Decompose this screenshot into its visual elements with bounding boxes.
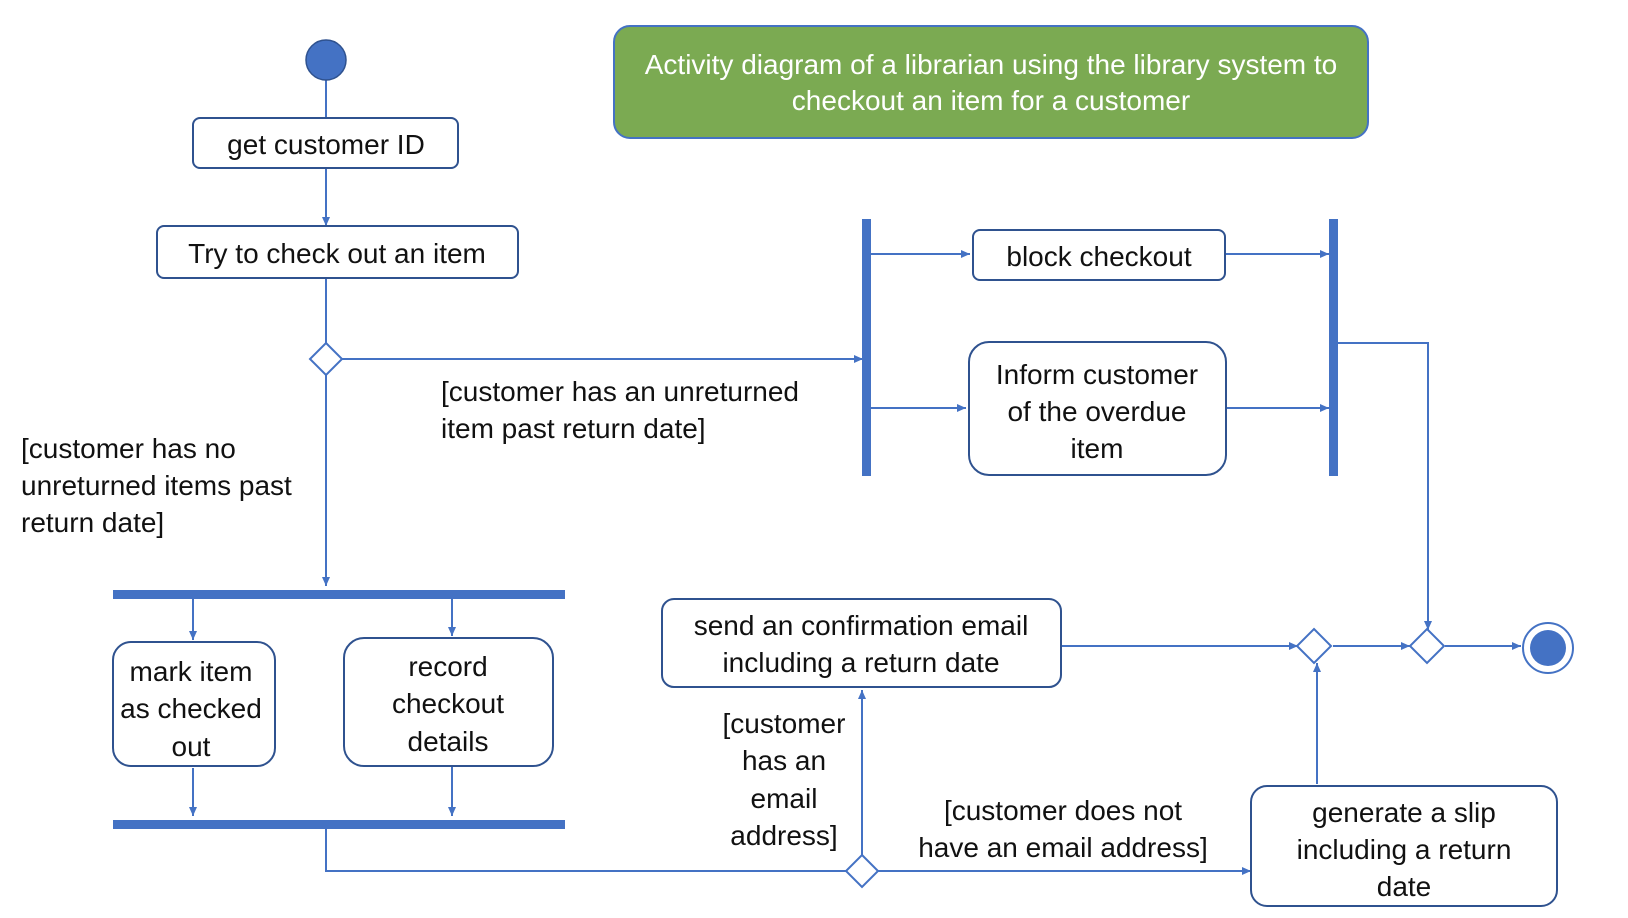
action-inform-customer-line-2: of the overdue [1007,396,1186,427]
guard-has-email-line-3: email [751,783,818,814]
action-record-checkout-line-1: record [408,651,487,682]
action-inform-customer-line-3: item [1071,433,1124,464]
action-mark-item: mark item as checked out [112,641,276,767]
diagram-title-line-1: Activity diagram of a librarian using th… [645,49,1338,80]
action-try-checkout: Try to check out an item [156,225,519,279]
guard-has-unreturned: [customer has an unreturned item past re… [441,376,799,444]
guard-no-unreturned-line-1: [customer has no [21,433,236,464]
action-inform-customer: Inform customer of the overdue item [968,341,1227,476]
guard-has-unreturned-line-1: [customer has an unreturned [441,376,799,407]
join-bar-overdue [1329,219,1338,476]
action-block-checkout: block checkout [972,229,1226,281]
merge-final [1408,627,1446,665]
action-record-checkout-line-3: details [408,726,489,757]
join-bar-checkout [113,820,565,829]
decision-email [844,853,880,889]
guard-no-email-line-2: have an email address] [918,832,1208,863]
decision-overdue [308,341,344,377]
guard-has-email: [customer has an email address] [723,708,846,851]
action-generate-slip-line-3: date [1377,871,1432,902]
action-get-customer-id: get customer ID [192,117,459,169]
guard-no-email: [customer does not have an email address… [918,795,1208,863]
action-generate-slip-line-1: generate a slip [1312,797,1496,828]
action-mark-item-line-2: as checked [120,693,262,724]
initial-node [305,39,347,81]
fork-bar-checkout [113,590,565,599]
flow-join-to-merge [1336,342,1432,630]
diagram-title-line-2: checkout an item for a customer [792,85,1190,116]
action-mark-item-line-3: out [172,731,211,762]
action-block-checkout-label: block checkout [1006,241,1191,272]
action-try-checkout-label: Try to check out an item [188,238,486,269]
guard-no-unreturned-line-2: unreturned items past [21,470,292,501]
action-record-checkout-line-2: checkout [392,688,504,719]
action-inform-customer-line-1: Inform customer [996,359,1198,390]
action-mark-item-line-1: mark item [130,656,253,687]
guard-has-email-line-4: address] [730,820,837,851]
guard-no-unreturned-line-3: return date] [21,507,164,538]
action-get-customer-id-label: get customer ID [227,129,425,160]
fork-bar-overdue [862,219,871,476]
guard-no-email-line-1: [customer does not [944,795,1182,826]
connectors [189,79,1521,875]
action-record-checkout: record checkout details [343,637,554,767]
action-send-email-line-2: including a return date [722,647,999,678]
action-generate-slip: generate a slip including a return date [1250,785,1558,907]
guard-has-email-line-2: has an [742,745,826,776]
guard-no-unreturned: [customer has no unreturned items past r… [21,433,292,538]
final-node [1522,622,1574,674]
guard-has-unreturned-line-2: item past return date] [441,413,706,444]
action-send-email: send an confirmation email including a r… [661,598,1062,688]
action-generate-slip-line-2: including a return [1297,834,1512,865]
flow-join-to-email-decision [325,829,846,872]
diagram-title-box: Activity diagram of a librarian using th… [613,25,1369,139]
guard-has-email-line-1: [customer [723,708,846,739]
merge-email-slip [1295,627,1333,665]
action-send-email-line-1: send an confirmation email [694,610,1029,641]
